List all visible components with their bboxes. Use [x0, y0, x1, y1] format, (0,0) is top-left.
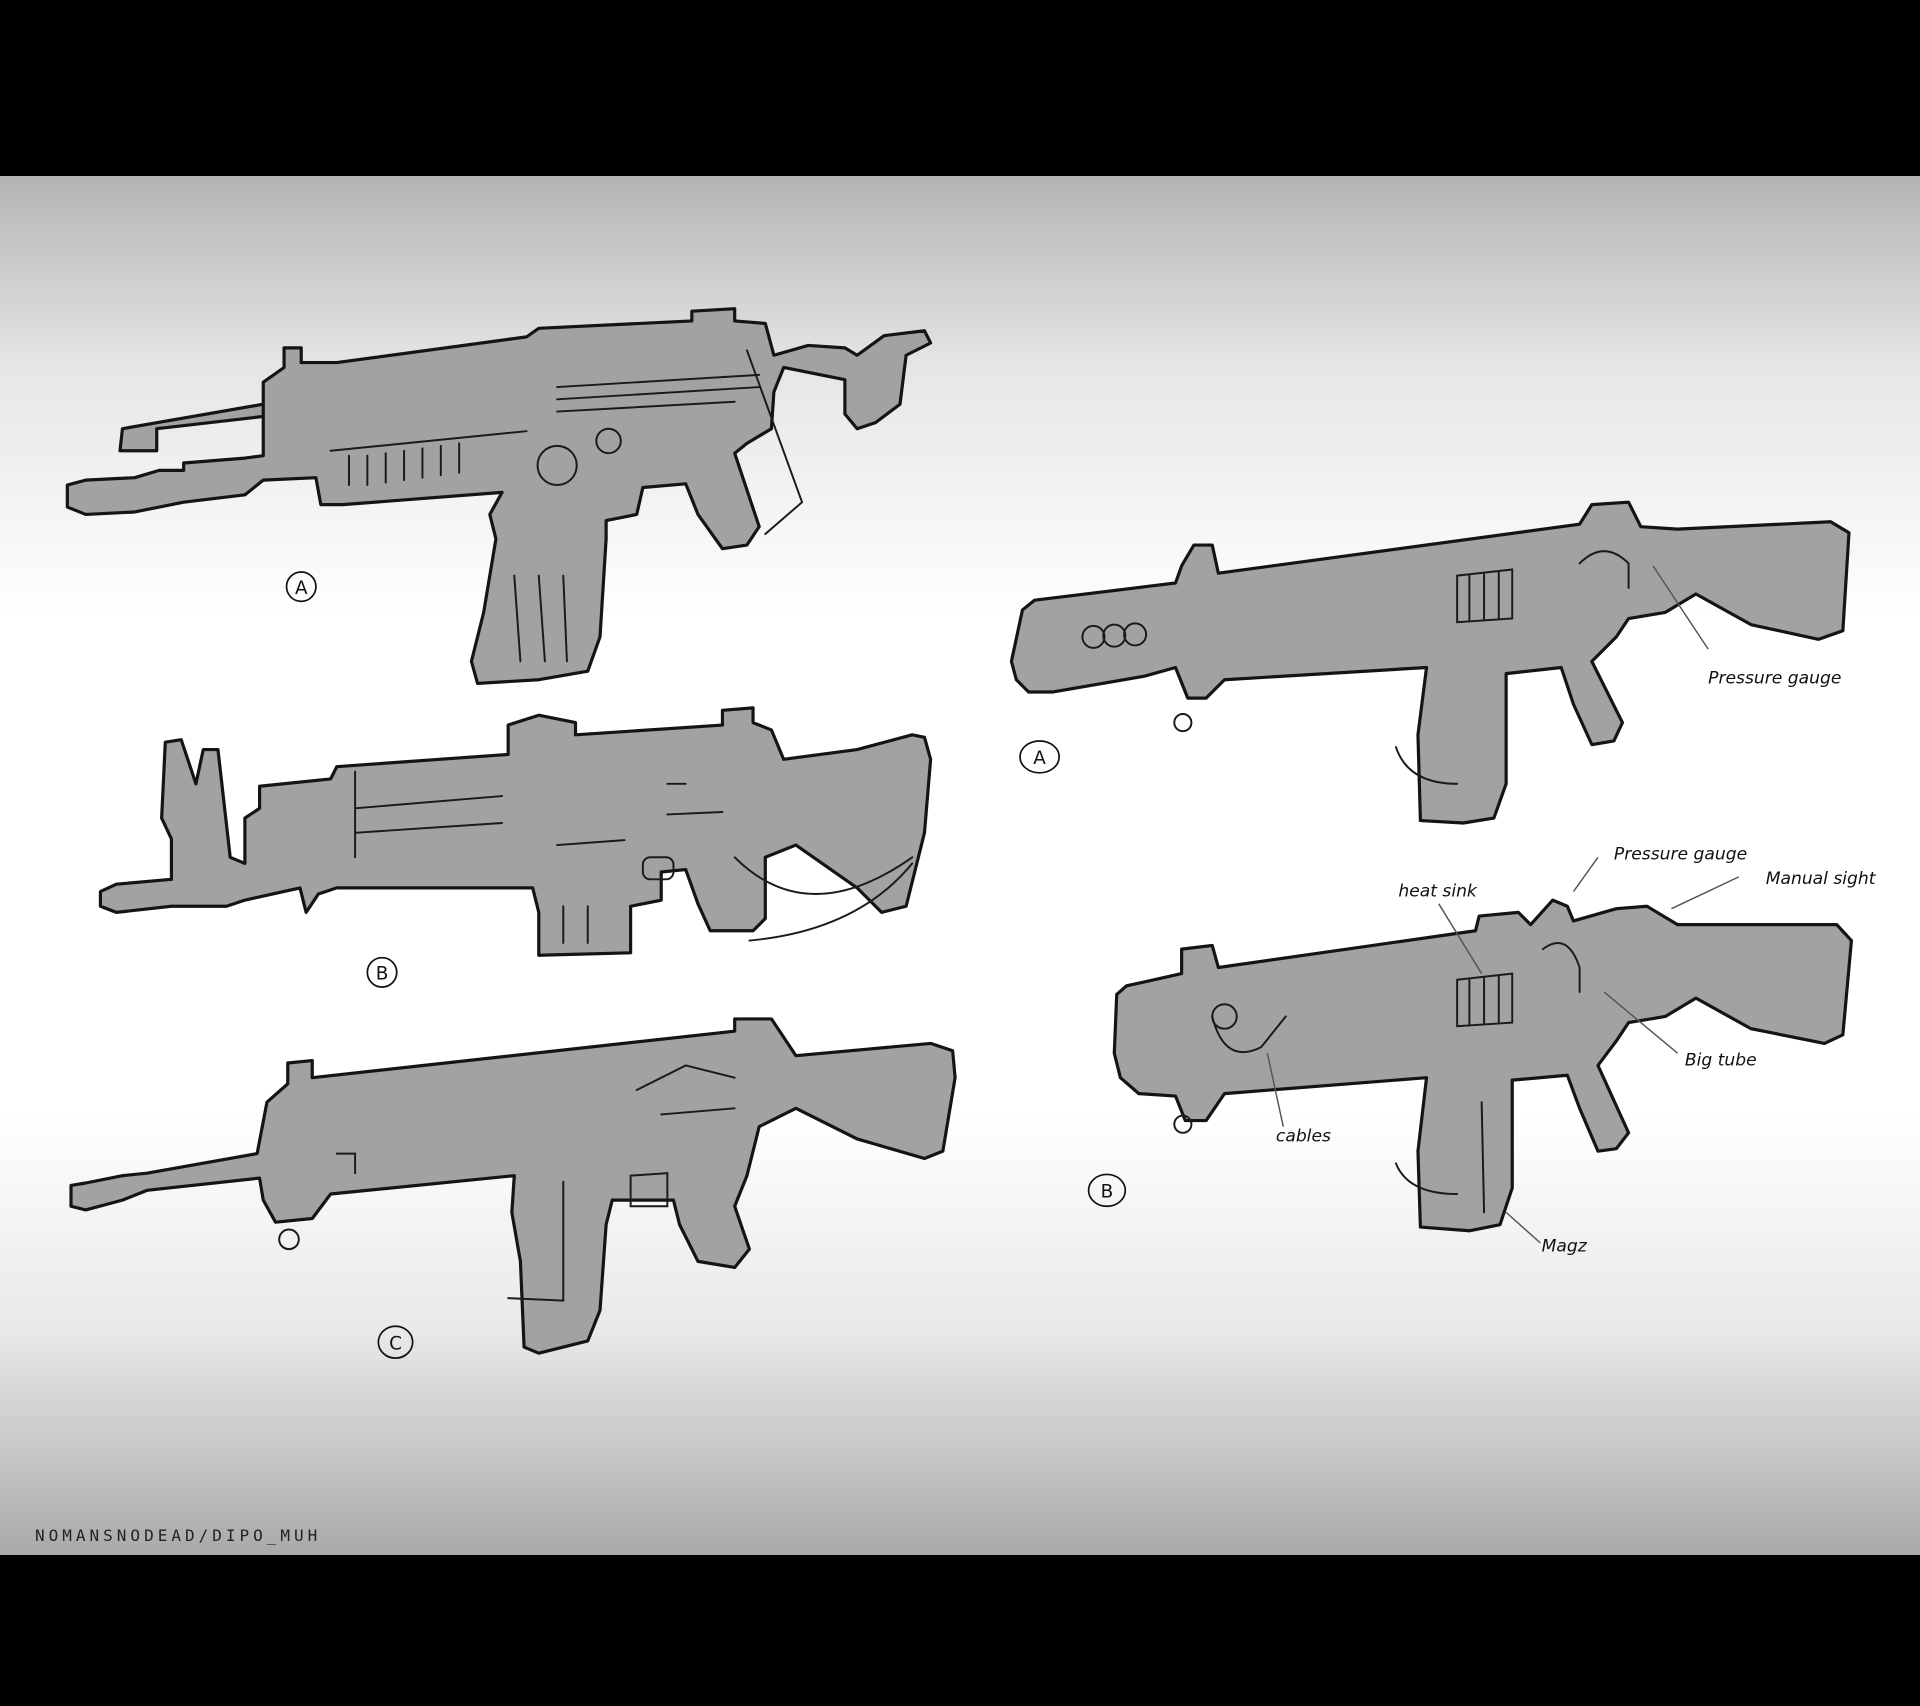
version-circle-left-a [285, 571, 317, 603]
callout-heat-sink: heat sink [1398, 881, 1478, 901]
version-label-left-b: B [376, 964, 389, 985]
version-circle-left-c [377, 1325, 414, 1359]
version-circle-right-b [1087, 1173, 1127, 1208]
callout-cables: cables [1276, 1126, 1331, 1146]
callout-pressure-gauge-a: Pressure gauge [1708, 668, 1841, 688]
rifle-left-a [65, 307, 933, 685]
rifle-left-b [98, 706, 933, 957]
artist-credit: NOMANSNODEAD/DIPO_MUH [35, 1526, 322, 1545]
version-label-right-a: A [1033, 748, 1046, 769]
callout-big-tube: Big tube [1685, 1050, 1757, 1070]
version-circle-left-b [366, 956, 398, 988]
rifle-right-b [1112, 898, 1854, 1233]
callout-magz: Magz [1542, 1237, 1588, 1257]
callout-manual-sight: Manual sight [1766, 869, 1877, 889]
callout-pressure-gauge-b: Pressure gauge [1614, 845, 1747, 865]
rifle-left-c [69, 1017, 957, 1355]
version-label-left-c: C [389, 1334, 402, 1355]
version-circle-right-a [1019, 740, 1061, 774]
rifle-right-a [1009, 500, 1851, 825]
version-label-right-b: B [1101, 1182, 1114, 1203]
version-label-left-a: A [295, 578, 308, 599]
